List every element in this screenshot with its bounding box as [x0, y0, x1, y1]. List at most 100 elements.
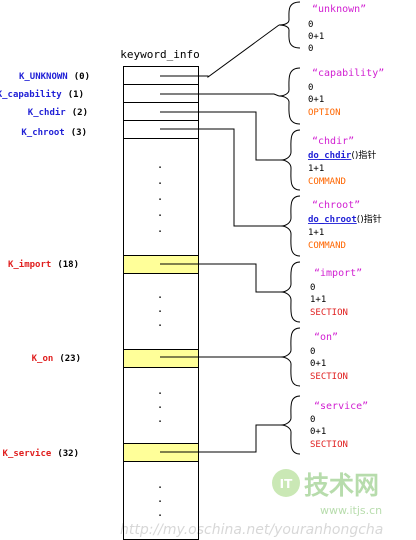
keyword-label-on: K_on (23)	[32, 354, 81, 364]
ellipsis-dot: .	[157, 478, 164, 491]
entry-flags: OPTION	[308, 108, 341, 118]
braces	[278, 1, 301, 455]
table-ellipsis: . . . . . . . . . . . . . .	[157, 158, 164, 519]
entry-func: do_chdir()指针	[308, 149, 376, 161]
entry-value: 1+1	[310, 295, 326, 305]
keyword-label-chroot: K_chroot (3)	[21, 128, 87, 138]
keyword-name: K_UNKNOWN	[19, 72, 68, 82]
watermark-url: http://my.oschina.net/youranhongcha	[120, 522, 383, 538]
ellipsis-dot: .	[157, 492, 164, 505]
connector-import	[160, 263, 281, 293]
brace-on	[280, 327, 301, 387]
ellipsis-dot: .	[157, 158, 164, 171]
watermark-logo-text: 技术网	[304, 471, 379, 500]
ellipsis-dot: .	[157, 288, 164, 301]
ellipsis-dot: .	[157, 316, 164, 329]
ellipsis-dot: .	[157, 412, 164, 425]
keyword-label-service: K_service (32)	[3, 448, 79, 459]
brace-chroot	[280, 195, 301, 257]
connector-service	[160, 424, 281, 453]
keyword-index: (2)	[72, 108, 88, 118]
watermark: IT 技术网 www.itjs.cn http://my.oschina.net…	[120, 469, 383, 538]
connector-chdir	[160, 111, 281, 161]
entry-value: 0	[308, 20, 313, 30]
connector-capability	[160, 93, 280, 97]
keyword-labels: K_UNKNOWN(0) K_capability(1) K_chdir(2) …	[0, 72, 90, 459]
ellipsis-dot: .	[157, 384, 164, 397]
entry-import: “import” 0 1+1 SECTION	[310, 268, 362, 318]
entry-value: 0+1	[308, 95, 324, 105]
keyword-name: K_import	[8, 259, 51, 270]
ellipsis-dot: .	[157, 398, 164, 411]
watermark-site: www.itjs.cn	[320, 504, 382, 517]
keyword-label-unknown: K_UNKNOWN (0)	[19, 72, 90, 82]
entry-flags: SECTION	[310, 440, 348, 450]
entry-value: 0	[310, 283, 315, 293]
connector-unknown	[160, 24, 280, 78]
watermark-logo-icon: IT	[272, 469, 300, 497]
entry-value: 0	[310, 415, 315, 425]
brace-chdir	[280, 129, 301, 191]
brace-capability	[278, 67, 301, 125]
keyword-index: (3)	[71, 128, 87, 138]
entry-value: 1+1	[308, 164, 324, 174]
brace-service	[280, 395, 301, 455]
ellipsis-dot: .	[157, 302, 164, 315]
keyword-index: (32)	[57, 449, 79, 459]
entry-func-suffix: ()指针	[351, 149, 376, 161]
keyword-index: (0)	[74, 72, 90, 82]
entry-name: “chdir”	[312, 136, 354, 147]
keyword-index: (18)	[57, 260, 79, 270]
entry-name: “capability”	[312, 68, 384, 79]
entry-name: “service”	[314, 401, 368, 412]
entry-chroot: “chroot” do_chroot()指针 1+1 COMMAND	[308, 200, 382, 251]
keyword-name: K_service	[3, 448, 52, 459]
entry-value: 0	[308, 44, 313, 54]
entry-flags: SECTION	[310, 308, 348, 318]
entry-name: “on”	[314, 332, 338, 343]
entry-value: 0	[310, 347, 315, 357]
entry-chdir: “chdir” do_chdir()指针 1+1 COMMAND	[308, 136, 376, 187]
entry-value: 0+1	[310, 427, 326, 437]
entry-unknown: “unknown” 0 0+1 0	[308, 4, 366, 54]
ellipsis-dot: .	[157, 206, 164, 219]
connectors	[160, 24, 281, 453]
entry-name: “chroot”	[312, 200, 360, 211]
brace-import	[280, 261, 301, 323]
connector-chroot	[160, 128, 281, 227]
keyword-index: (23)	[59, 354, 81, 364]
slot-on-highlight	[123, 349, 198, 367]
keyword-name: K_on	[32, 354, 54, 364]
entry-func-name: do_chdir	[308, 150, 352, 161]
keyword-info-table	[123, 66, 199, 540]
entry-value: 1+1	[308, 228, 324, 238]
entry-service: “service” 0 0+1 SECTION	[310, 401, 368, 450]
entry-capability: “capability” 0 0+1 OPTION	[308, 68, 384, 118]
keyword-name: K_chroot	[21, 128, 64, 138]
keyword-label-import: K_import (18)	[8, 259, 79, 270]
ellipsis-dot: .	[157, 222, 164, 235]
keyword-entries: “unknown” 0 0+1 0 “capability” 0 0+1 OPT…	[308, 4, 384, 450]
entry-on: “on” 0 0+1 SECTION	[310, 332, 348, 382]
keyword-label-chdir: K_chdir (2)	[28, 107, 88, 118]
entry-func-suffix: ()指针	[357, 213, 382, 225]
entry-value: 0+1	[308, 32, 324, 42]
entry-value: 0+1	[310, 359, 326, 369]
ellipsis-dot: .	[157, 506, 164, 519]
watermark-logo-mark: IT	[280, 477, 293, 491]
keyword-label-capability: K_capability(1)	[0, 89, 84, 100]
entry-func: do_chroot()指针	[308, 213, 382, 225]
keyword-name: K_capability	[0, 89, 62, 100]
entry-value: 0	[308, 83, 313, 93]
ellipsis-dot: .	[157, 190, 164, 203]
entry-flags: SECTION	[310, 372, 348, 382]
entry-flags: COMMAND	[308, 241, 346, 251]
ellipsis-dot: .	[157, 174, 164, 187]
brace-unknown	[278, 1, 301, 49]
entry-name: “unknown”	[312, 4, 366, 15]
entry-func-name: do_chroot	[308, 215, 357, 225]
entry-flags: COMMAND	[308, 177, 346, 187]
keyword-name: K_chdir	[28, 107, 67, 118]
table-title: keyword_info	[120, 48, 199, 61]
